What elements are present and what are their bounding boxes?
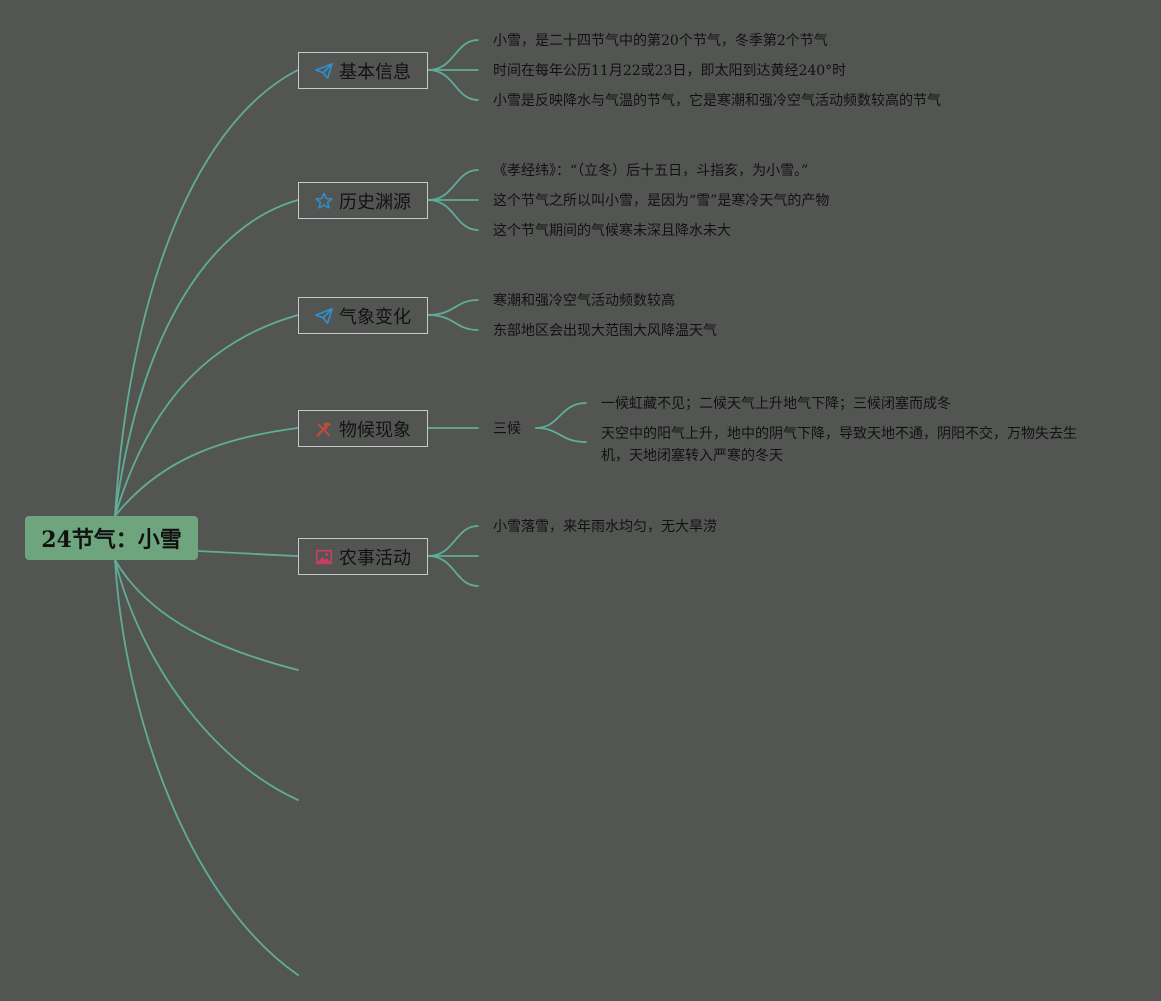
link-b3-l1 <box>427 299 479 316</box>
branch-basic-info[interactable]: 基本信息 <box>298 52 428 89</box>
leaf-text: 天空中的阳气上升，地中的阴气下降，导致天地不通，阴阳不交，万物失去生机，天地闭塞… <box>601 426 1077 464</box>
link-b2-l1 <box>427 169 479 201</box>
branch-label: 基本信息 <box>339 61 411 83</box>
branch-weather-changes[interactable]: 气象变化 <box>298 297 428 334</box>
link-sub-l2 <box>535 427 587 443</box>
paper-plane-icon <box>315 62 333 80</box>
leaf-text: 这个节气之所以叫小雪，是因为“雪”是寒冷天气的产物 <box>493 193 830 209</box>
link-root-branch-4 <box>114 427 299 517</box>
branch-phenology[interactable]: 物候现象 <box>298 410 428 447</box>
link-b2-l3 <box>427 199 479 231</box>
branch-label: 气象变化 <box>339 306 411 328</box>
picture-icon <box>315 548 333 566</box>
link-root-branch-5 <box>197 550 299 557</box>
star-icon <box>315 192 333 210</box>
tools-icon <box>315 420 333 438</box>
link-b3-l2 <box>427 314 479 331</box>
leaf-text: 一候虹藏不见；二候天气上升地气下降；三候闭塞而成冬 <box>601 396 951 412</box>
link-root-branch-2 <box>114 199 299 517</box>
root-title: 24节气：小雪 <box>41 527 182 553</box>
paper-plane-icon <box>315 307 333 325</box>
link-root-branch-1 <box>114 69 299 517</box>
leaf-text: 东部地区会出现大范围大风降温天气 <box>493 323 717 339</box>
branch-history[interactable]: 历史渊源 <box>298 182 428 219</box>
root-node[interactable]: 24节气：小雪 <box>25 516 198 560</box>
sub-node-label: 三候 <box>493 421 521 437</box>
leaf-text: 小雪是反映降水与气温的节气，它是寒潮和强冷空气活动频数较高的节气 <box>493 93 941 109</box>
leaf-text: 寒潮和强冷空气活动频数较高 <box>493 293 675 309</box>
link-b5-l3 <box>427 555 479 587</box>
link-sub-l1 <box>535 402 587 429</box>
link-root-empty-2 <box>114 559 299 801</box>
leaf-text: 小雪落雪，来年雨水均匀，无大旱涝 <box>493 519 717 535</box>
leaf-text: 这个节气期间的气候寒未深且降水未大 <box>493 223 731 239</box>
leaf-text: 时间在每年公历11月22或23日，即太阳到达黄经240°时 <box>493 63 847 79</box>
link-root-branch-3 <box>114 314 299 517</box>
leaf-text: 《孝经纬》：“（立冬）后十五日，斗指亥，为小雪。” <box>493 163 809 179</box>
link-b1-l1 <box>427 39 479 71</box>
branch-label: 历史渊源 <box>339 191 411 213</box>
link-b5-l1 <box>427 525 479 557</box>
leaf-text: 小雪，是二十四节气中的第20个节气，冬季第2个节气 <box>493 33 828 49</box>
link-root-empty-3 <box>114 559 299 976</box>
branch-label: 农事活动 <box>339 547 411 569</box>
link-b1-l3 <box>427 69 479 101</box>
link-root-empty-1 <box>114 559 299 671</box>
branch-farming[interactable]: 农事活动 <box>298 538 428 575</box>
branch-label: 物候现象 <box>339 419 411 441</box>
